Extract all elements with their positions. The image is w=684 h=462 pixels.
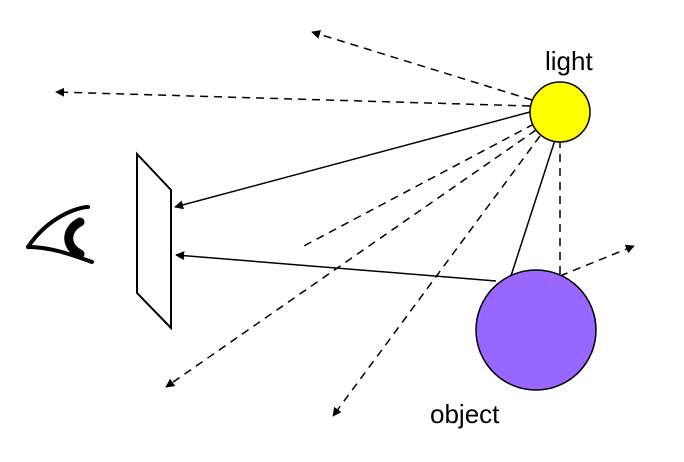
image-plane (136, 151, 172, 331)
object-sphere (475, 269, 597, 391)
ray-bounce-right (559, 244, 635, 277)
ray-down-left-1 (299, 123, 535, 249)
ray-down-left-2 (165, 129, 537, 388)
ray-light-to-object-solid (508, 139, 556, 283)
object-label: object (430, 399, 500, 429)
solid-rays (174, 111, 556, 283)
ray-object-to-screen (175, 251, 497, 282)
ray-left (55, 87, 531, 107)
eye-icon (26, 205, 94, 264)
light-label: light (545, 46, 593, 76)
light-source (529, 81, 591, 143)
ray-up-left (311, 30, 533, 101)
ray-light-to-screen (174, 111, 531, 210)
